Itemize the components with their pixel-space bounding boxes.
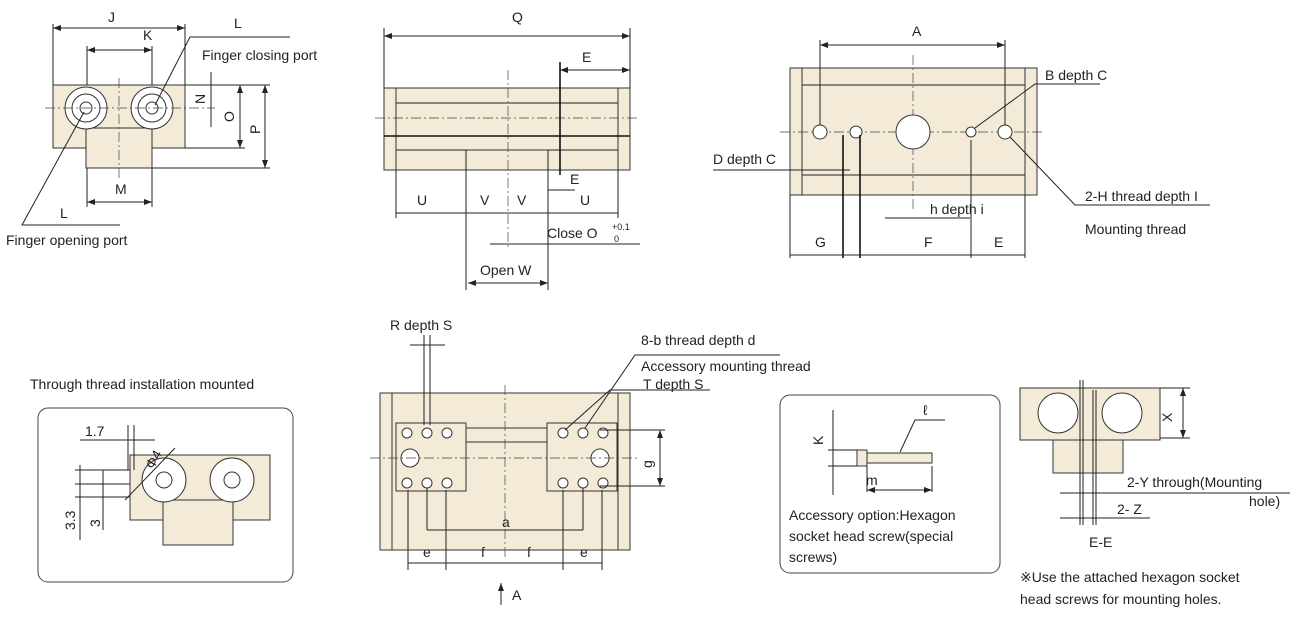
dim-E-bottom: E: [570, 171, 579, 187]
d-depth-label: D depth C: [713, 151, 776, 167]
b-depth-label: B depth C: [1045, 67, 1107, 83]
through-mount-title: Through thread installation mounted: [30, 376, 254, 392]
dim-G: G: [815, 234, 826, 250]
end-view: J K L Finger closing port N O P M L Fing…: [6, 9, 317, 248]
y-through-label: 2-Y through(Mounting: [1127, 474, 1262, 490]
close-tolerance-upper: +0.1: [612, 222, 630, 232]
accessory-text-2: socket head screw(special: [789, 528, 953, 544]
section-ee-label: E-E: [1089, 534, 1112, 550]
dim-2-Z: 2- Z: [1117, 501, 1142, 517]
y-through-label-2: hole): [1249, 493, 1280, 509]
side-view: Q E E U V V U Close O +0.1 0 Open W: [375, 9, 640, 290]
open-stroke-label: Open W: [480, 262, 532, 278]
center-hole: [895, 114, 931, 150]
dim-N: N: [192, 94, 208, 104]
close-tolerance-lower: 0: [614, 234, 619, 244]
dim-J: J: [108, 9, 115, 25]
dim-U-right: U: [580, 192, 590, 208]
note-line-2: head screws for mounting holes.: [1020, 591, 1222, 607]
dim-3-3: 3.3: [62, 510, 78, 530]
dim-K-screw: K: [810, 435, 826, 445]
dim-E-top: E: [582, 49, 591, 65]
dim-P: P: [247, 125, 263, 134]
dim-L-bottom: L: [60, 205, 68, 221]
dim-E: E: [994, 234, 1003, 250]
fingers-side: [465, 149, 549, 171]
dim-V-right: V: [517, 192, 527, 208]
dim-f-right: f: [527, 544, 531, 560]
section-ee: X 2-Y through(Mounting hole) 2- Z E-E ※U…: [1019, 380, 1290, 607]
mounting-thread-label: Mounting thread: [1085, 221, 1186, 237]
dim-F: F: [924, 234, 933, 250]
top-view: A B depth C D depth C 2-H thread depth I…: [713, 23, 1210, 258]
dim-M: M: [115, 181, 127, 197]
t-depth-label: T depth S: [643, 376, 703, 392]
dim-m-screw: m: [866, 472, 878, 488]
dim-L-top: L: [234, 15, 242, 31]
h-thread-label: 2-H thread depth I: [1085, 188, 1198, 204]
accessory-thread-label: Accessory mounting thread: [641, 358, 811, 374]
accessory-text-1: Accessory option:Hexagon: [789, 507, 956, 523]
dim-f-left: f: [481, 544, 485, 560]
dim-e-left: e: [423, 544, 431, 560]
note-line-1: ※Use the attached hexagon socket: [1020, 569, 1240, 585]
dim-Q: Q: [512, 9, 523, 25]
dim-A: A: [912, 23, 922, 39]
dim-g: g: [639, 460, 655, 468]
dim-O: O: [221, 111, 237, 122]
through-mount-frame: [37, 407, 294, 583]
accessory-frame: [779, 394, 1001, 574]
through-thread-mount: Through thread installation mounted 1.7 …: [30, 376, 294, 583]
dim-K: K: [143, 27, 153, 43]
accessory-text-3: screws): [789, 549, 837, 565]
r-depth-label: R depth S: [390, 317, 452, 333]
finger-opening-port-label: Finger opening port: [6, 232, 128, 248]
accessory-screw: K ℓ m Accessory option:Hexagon socket he…: [779, 394, 1001, 574]
dim-V-left: V: [480, 192, 490, 208]
dim-1-7: 1.7: [85, 423, 105, 439]
close-stroke-label: Close O: [547, 225, 598, 241]
finger-closing-port-label: Finger closing port: [202, 47, 317, 63]
dim-l-screw: ℓ: [923, 402, 928, 418]
h-depth-label: h depth i: [930, 201, 984, 217]
bottom-view: R depth S 8-b thread depth d Accessory m…: [370, 317, 811, 605]
dim-a: a: [502, 514, 510, 530]
dim-e-right: e: [580, 544, 588, 560]
dim-3: 3: [87, 519, 103, 527]
dim-U-left: U: [417, 192, 427, 208]
view-arrow-A: A: [512, 587, 522, 603]
b-thread-label: 8-b thread depth d: [641, 332, 755, 348]
dim-X: X: [1159, 412, 1175, 422]
